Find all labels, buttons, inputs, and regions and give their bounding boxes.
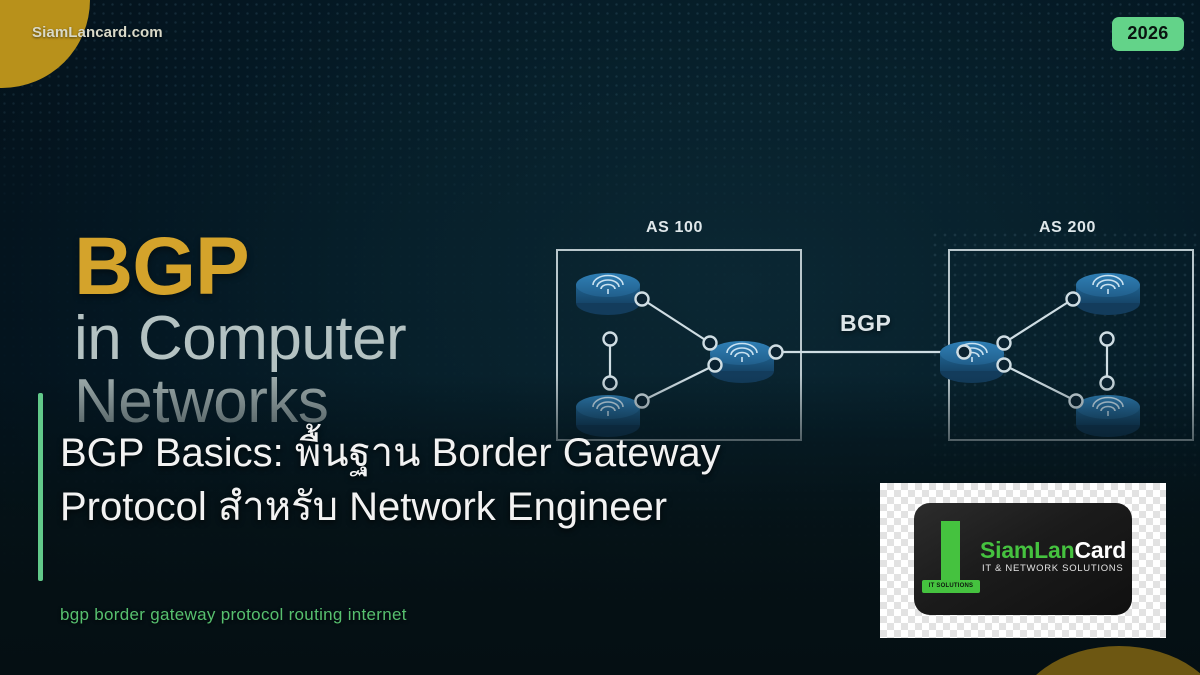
logo-subtitle: IT & NETWORK SOLUTIONS [982,563,1124,574]
artwork-headline-line2: in Computer [74,303,407,373]
logo-wordmark-part1: SiamLan [980,537,1075,563]
site-name-label: SiamLancard.com [32,24,163,41]
as-group-label-100: AS 100 [646,219,703,236]
title-accent-bar [38,393,43,581]
year-badge: 2026 [1112,17,1184,51]
logo-wordmark: SiamLanCard [980,537,1126,564]
as-group-label-200: AS 200 [1039,219,1096,236]
router-icon-as100-top [575,272,641,316]
logo-it-solutions-chip: IT SOLUTIONS [922,580,980,593]
logo-green-bar-icon [941,521,960,583]
router-icon-as200-top [1075,272,1141,316]
tag-list: bgp border gateway protocol routing inte… [60,605,407,624]
bgp-link-label: BGP [840,310,892,336]
artwork-headline-line1: BGP [74,221,250,312]
page-title: BGP Basics: พื้นฐาน Border Gateway Proto… [60,431,721,529]
logo-panel: IT SOLUTIONS SiamLanCard IT & NETWORK SO… [880,483,1166,638]
logo-wordmark-part2: Card [1074,537,1127,563]
siamlancard-logo-card: IT SOLUTIONS SiamLanCard IT & NETWORK SO… [914,503,1132,615]
